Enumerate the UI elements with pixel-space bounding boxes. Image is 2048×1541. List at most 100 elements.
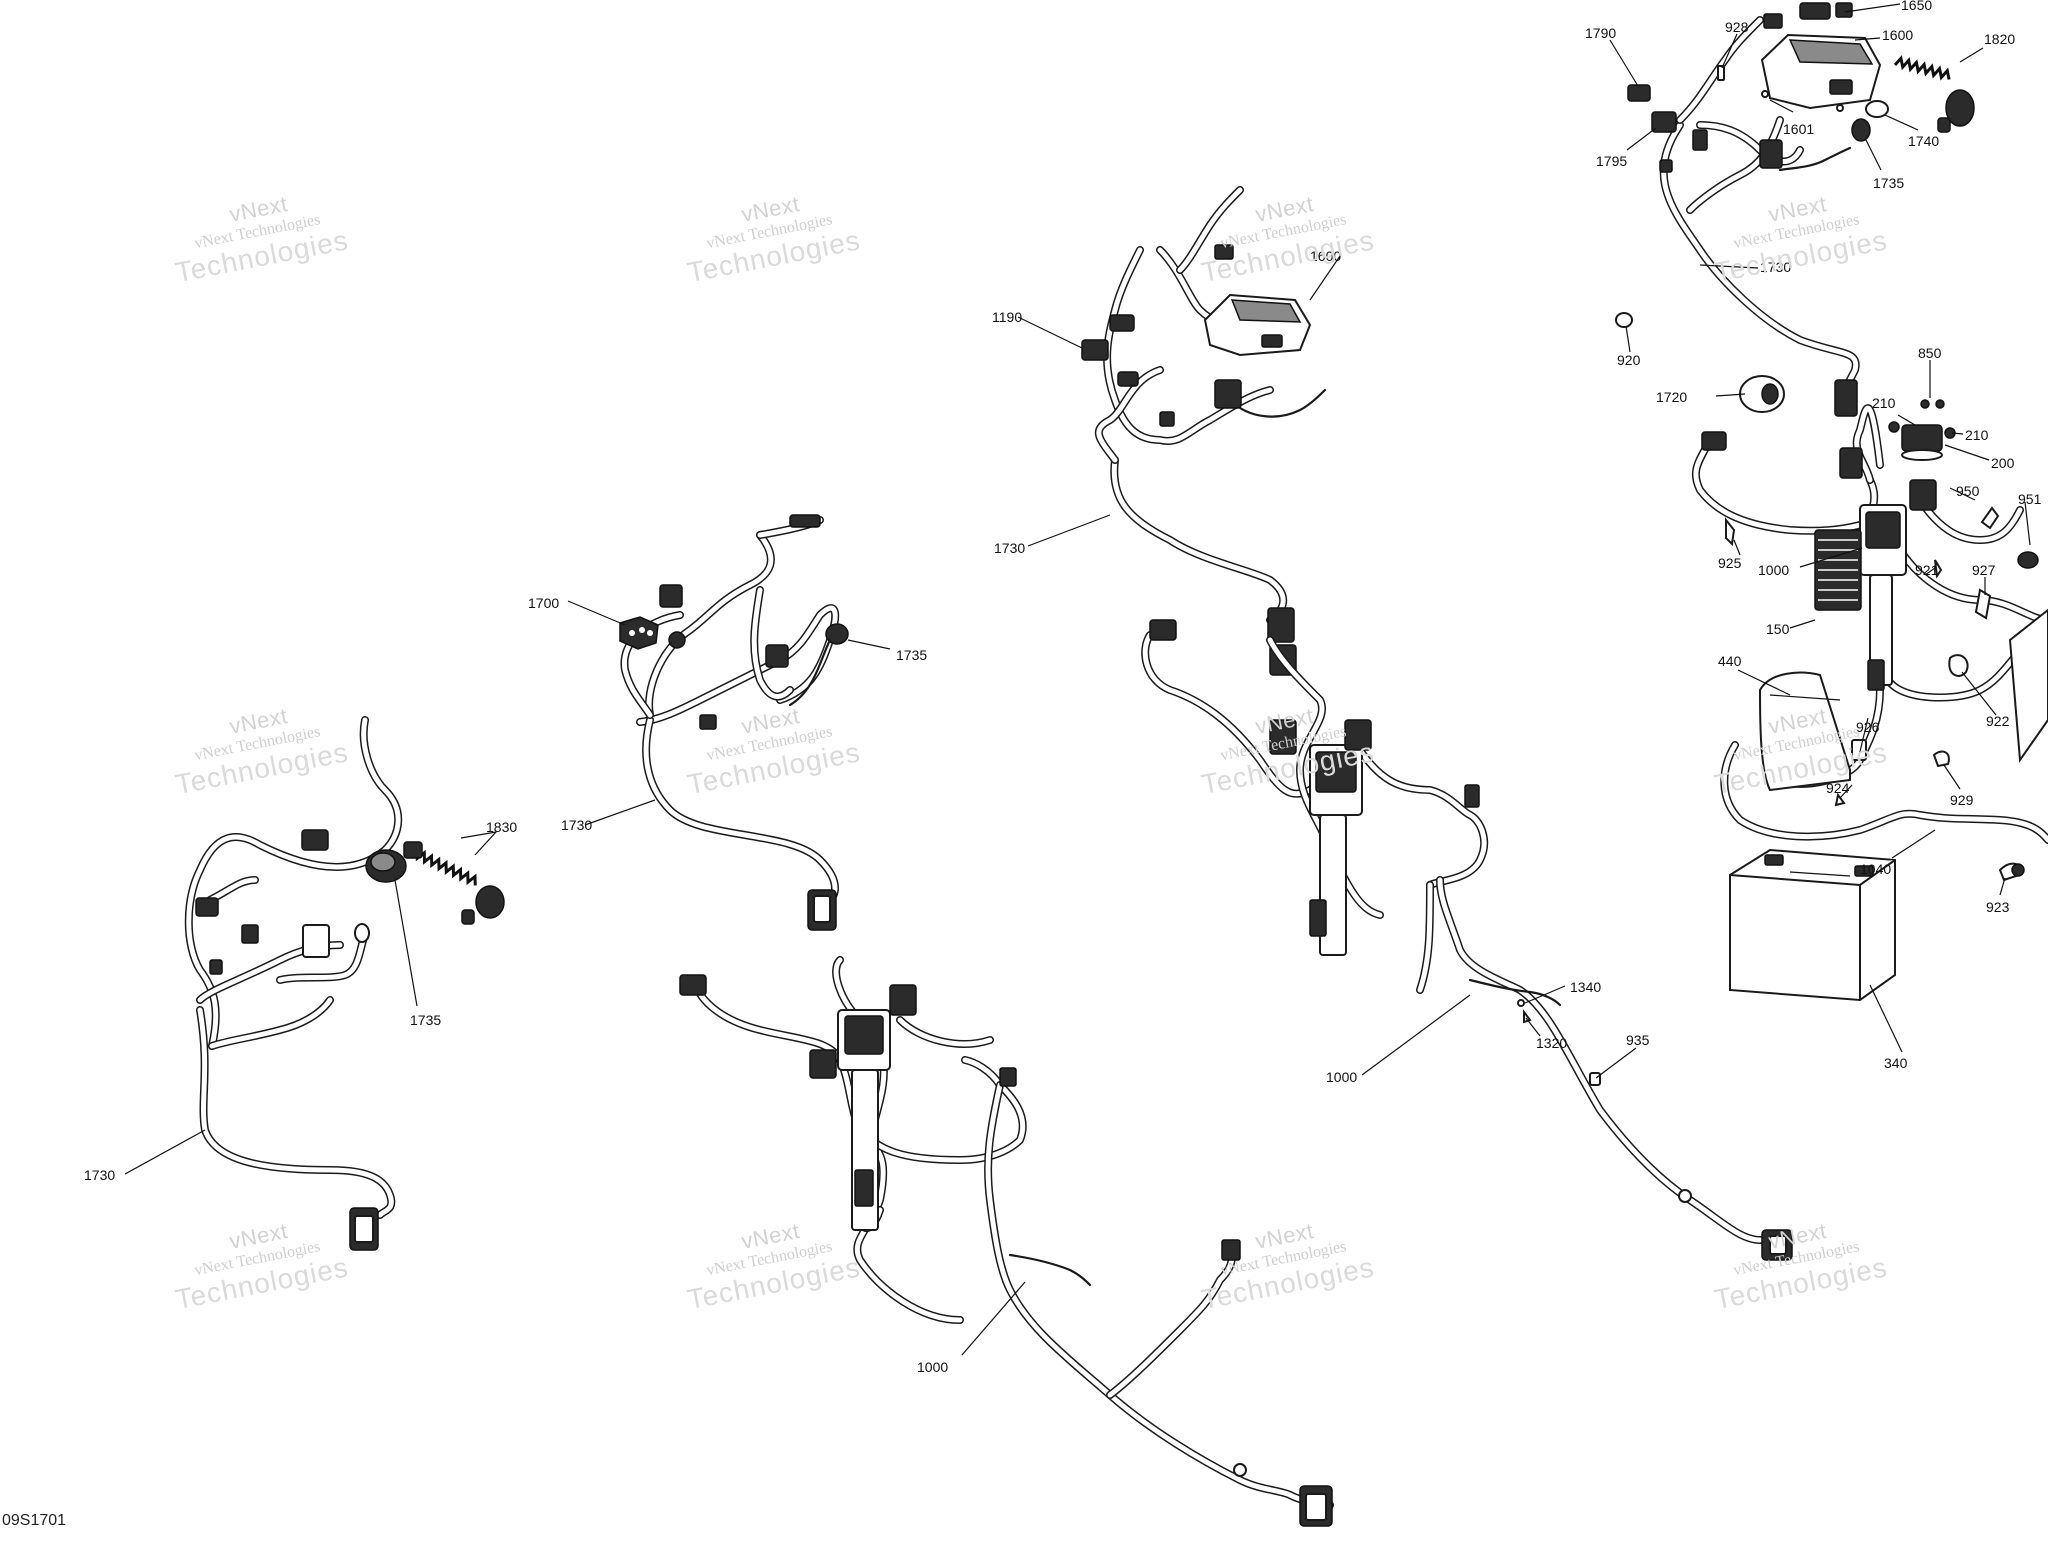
callout-1735: 1735	[896, 647, 927, 663]
relay-150	[1814, 529, 1862, 611]
callout-210: 210	[1965, 427, 1989, 443]
connector	[1344, 719, 1372, 751]
callout-1720: 1720	[1656, 389, 1687, 405]
connector	[241, 924, 259, 944]
callout-1730: 1730	[561, 817, 592, 833]
callout-925: 925	[1718, 555, 1742, 571]
assembly-2	[619, 514, 1334, 1527]
connector-1790	[1627, 84, 1651, 102]
connector	[1763, 13, 1783, 29]
connector	[1759, 139, 1783, 169]
callout-1320: 1320	[1536, 1035, 1567, 1051]
connector	[302, 924, 330, 958]
grommet-1720	[1739, 375, 1785, 413]
connector-1795	[1651, 111, 1677, 133]
callout-150: 150	[1766, 621, 1790, 637]
connector	[889, 984, 917, 1016]
connector	[301, 829, 329, 851]
clip-928	[1717, 65, 1725, 81]
screw-1601	[1836, 104, 1844, 112]
harness-1730-left	[184, 716, 403, 1219]
callout-200: 200	[1991, 455, 2015, 471]
coil-cable-1830	[403, 841, 505, 925]
connector	[679, 974, 707, 996]
callout-923: 923	[1986, 899, 2010, 915]
connector-1190	[1081, 339, 1109, 361]
connector	[1659, 159, 1673, 173]
callout-924: 924	[1826, 780, 1850, 796]
callout-440: 440	[1718, 653, 1742, 669]
connector	[765, 644, 789, 668]
screw-1601	[1761, 90, 1769, 98]
connector	[1149, 619, 1177, 641]
strap-922	[1948, 654, 1969, 677]
connector	[1214, 244, 1234, 260]
nut-850	[1935, 399, 1945, 409]
button-1735-right	[1851, 118, 1871, 142]
connector	[1214, 379, 1242, 409]
callout-927: 927	[1972, 562, 1996, 578]
callout-1730: 1730	[84, 1167, 115, 1183]
callout-1730: 1730	[994, 540, 1025, 556]
callout-1735: 1735	[410, 1012, 441, 1028]
callout-1650: 1650	[1901, 0, 1932, 13]
clip-920	[1615, 312, 1633, 328]
connector-1650	[1799, 2, 1853, 20]
callout-1790: 1790	[1585, 25, 1616, 41]
clip	[1233, 1463, 1247, 1477]
assembly-left	[184, 716, 505, 1251]
clip-935	[1589, 1072, 1601, 1086]
connector	[1867, 659, 1885, 691]
connector	[809, 1049, 837, 1079]
connector	[1117, 371, 1139, 387]
assembly-3	[1081, 186, 1793, 1261]
callout-1190: 1190	[992, 309, 1022, 325]
connector-face	[354, 1215, 374, 1243]
connector	[699, 714, 717, 730]
callout-1600: 1600	[1310, 248, 1341, 264]
callout-1740: 1740	[1908, 133, 1939, 149]
connector	[1221, 1239, 1241, 1261]
callout-1600: 1600	[1882, 27, 1913, 43]
connector	[1909, 479, 1937, 511]
display-module-1600	[1203, 293, 1312, 357]
callout-935: 935	[1626, 1032, 1650, 1048]
connector	[195, 897, 219, 917]
callout-1730: 1730	[1760, 259, 1791, 275]
connector-1700	[619, 616, 659, 650]
callout-1000: 1000	[917, 1359, 948, 1375]
connector	[1701, 431, 1727, 451]
grommet	[354, 923, 370, 943]
clip-950	[1980, 506, 2000, 530]
clip-927	[1974, 588, 1992, 620]
connector	[1834, 379, 1858, 417]
callout-1795: 1795	[1596, 153, 1627, 169]
coil-cable-1820	[1893, 55, 1975, 133]
clip	[668, 631, 686, 649]
screw-1340	[1517, 999, 1525, 1007]
callout-1340: 1340	[1570, 979, 1601, 995]
callout-1820: 1820	[1984, 31, 2015, 47]
callout-920: 920	[1617, 352, 1641, 368]
starter-solenoid-200	[1888, 421, 1956, 461]
callout-926: 926	[1856, 719, 1880, 735]
connector-face	[813, 895, 831, 923]
connector	[1839, 447, 1863, 479]
callout-210: 210	[1872, 395, 1896, 411]
callout-1700: 1700	[528, 595, 559, 611]
display-module-1600-right	[1760, 33, 1882, 110]
leader-lines	[124, 3, 2031, 1356]
figure-code: 09S1701	[2, 1512, 67, 1529]
button-1735-left	[365, 849, 407, 883]
callout-950: 950	[1956, 483, 1980, 499]
callout-1000: 1000	[1326, 1069, 1357, 1085]
callout-922: 922	[1986, 713, 2010, 729]
callout-929: 929	[1950, 792, 1974, 808]
button-1735	[825, 623, 849, 645]
clip	[1678, 1189, 1692, 1203]
callout-1830: 1830	[486, 819, 517, 835]
connector	[789, 514, 821, 528]
assembly-right	[1615, 2, 2048, 1002]
callout-1040: 1040	[1860, 861, 1891, 877]
